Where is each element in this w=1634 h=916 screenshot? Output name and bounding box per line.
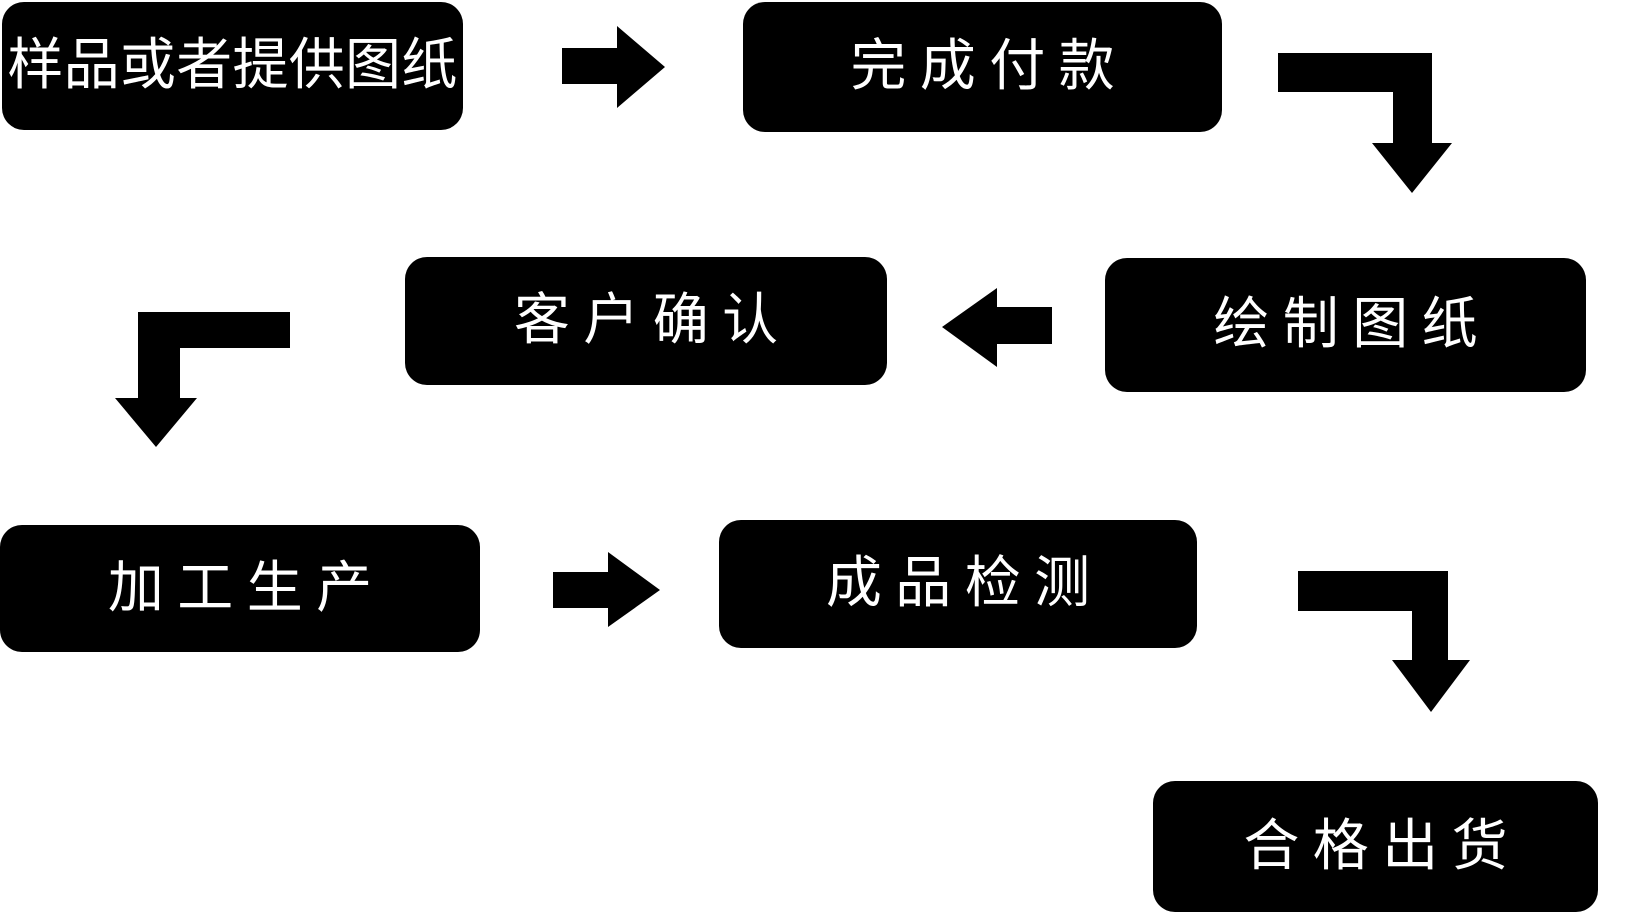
flow-node-label: 合格出货	[1243, 813, 1522, 879]
arrow-left-icon-drawing-to-confirm	[942, 288, 1052, 367]
flow-node-draw-drawings: 绘制图纸	[1105, 258, 1586, 392]
flow-node-sample-or-drawings: 样品或者提供图纸	[2, 2, 463, 130]
flow-node-label: 样品或者提供图纸	[7, 33, 458, 98]
arrow-elbow-down-icon-inspection-to-shipment	[1298, 571, 1470, 712]
flow-node-customer-confirmation: 客户确认	[405, 257, 887, 385]
flow-node-label: 加工生产	[107, 555, 386, 621]
flow-node-label: 成品检测	[825, 551, 1104, 616]
flow-node-finished-product-inspection: 成品检测	[719, 520, 1197, 648]
arrow-elbow-down-icon-payment-to-drawing	[1278, 53, 1452, 193]
flow-node-processing-production: 加工生产	[0, 525, 480, 652]
arrow-right-icon-production-to-inspection	[553, 552, 660, 627]
arrow-elbow-down-icon-confirm-to-production	[115, 312, 290, 447]
flow-node-qualified-shipment: 合格出货	[1153, 781, 1598, 912]
arrow-right-icon-sample-to-payment	[562, 26, 665, 108]
flow-node-label: 绘制图纸	[1213, 292, 1492, 357]
flow-node-label: 完成付款	[850, 34, 1129, 99]
flow-node-complete-payment: 完成付款	[743, 2, 1222, 132]
flow-node-label: 客户确认	[513, 288, 792, 353]
